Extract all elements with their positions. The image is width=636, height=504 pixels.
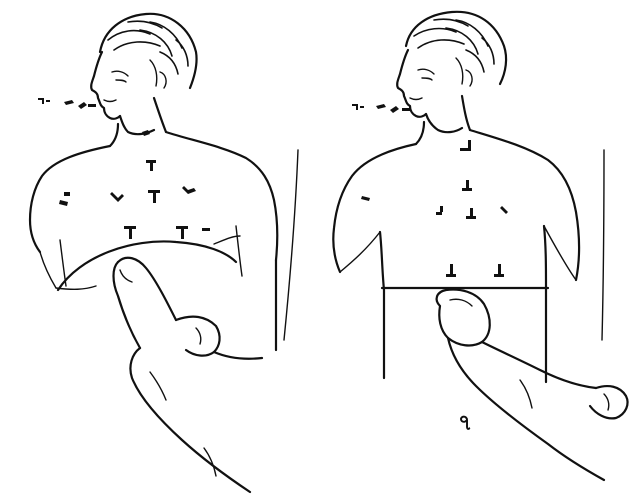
left-diaphragm-curve bbox=[58, 241, 236, 290]
left-figure bbox=[30, 14, 298, 492]
left-side-line bbox=[284, 150, 298, 340]
left-marks bbox=[38, 98, 210, 239]
right-panel-caption: ৭ bbox=[458, 410, 472, 436]
right-face bbox=[397, 50, 472, 132]
left-torso bbox=[30, 98, 277, 350]
right-figure: ৭ bbox=[333, 12, 627, 480]
right-side-line bbox=[602, 150, 604, 340]
right-torso bbox=[333, 96, 579, 382]
right-hair bbox=[406, 12, 506, 84]
left-face bbox=[91, 52, 166, 134]
left-hair bbox=[100, 14, 197, 88]
right-marks bbox=[352, 104, 508, 277]
left-hand bbox=[114, 258, 263, 492]
right-hand bbox=[437, 290, 628, 480]
